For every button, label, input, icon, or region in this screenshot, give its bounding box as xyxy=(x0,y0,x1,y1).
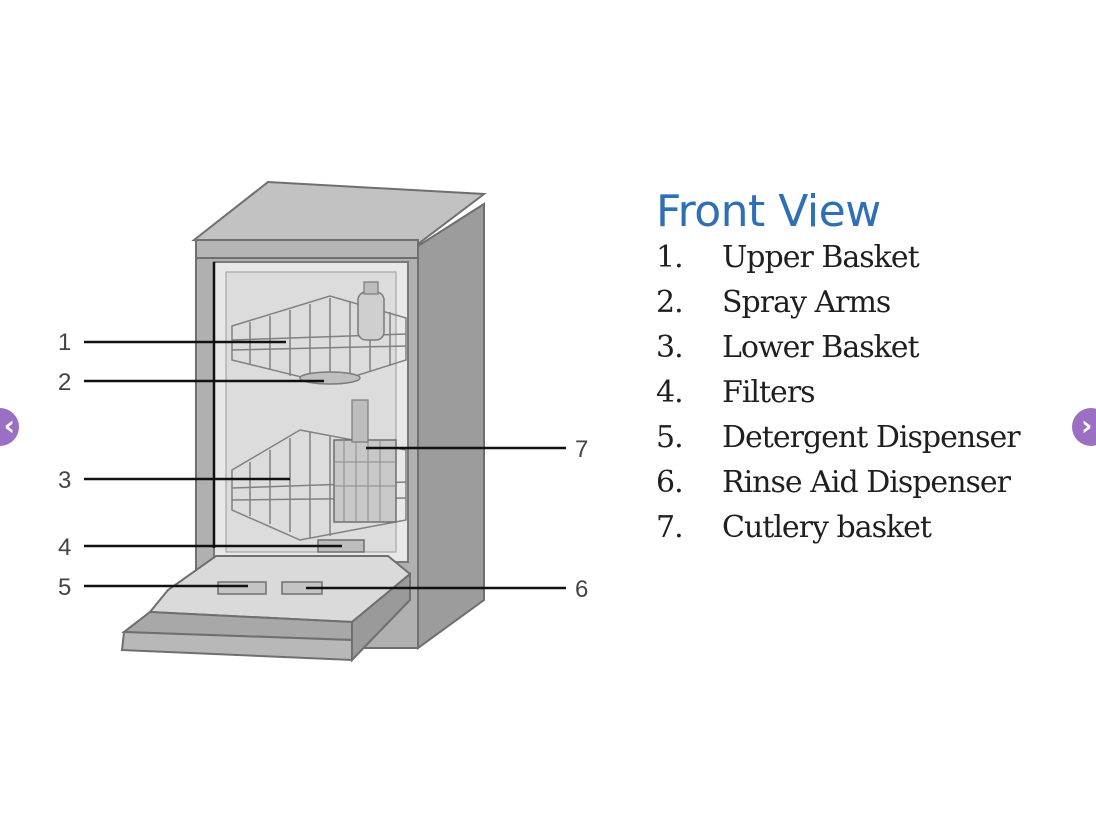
leader-lines xyxy=(84,262,566,590)
legend-number: 1. xyxy=(656,240,684,275)
chevron-left-icon: ‹ xyxy=(3,409,15,442)
page-title: Front View xyxy=(656,186,881,237)
callout-3: 3 xyxy=(58,467,71,494)
legend-list: 1. Upper Basket 2. Spray Arms 3. Lower B… xyxy=(656,240,1086,555)
legend-item-lower-basket: 3. Lower Basket xyxy=(656,330,1086,375)
legend-label: Rinse Aid Dispenser xyxy=(722,465,1011,500)
prev-slide-button[interactable]: ‹ xyxy=(0,408,19,446)
legend-label: Filters xyxy=(722,375,816,410)
callout-7: 7 xyxy=(575,436,588,463)
callout-1: 1 xyxy=(58,329,71,356)
legend-item-upper-basket: 1. Upper Basket xyxy=(656,240,1086,285)
legend-label: Cutlery basket xyxy=(722,510,932,545)
legend-number: 6. xyxy=(656,465,684,500)
callout-5: 5 xyxy=(58,574,71,601)
legend-label: Lower Basket xyxy=(722,330,920,365)
legend-number: 5. xyxy=(656,420,684,455)
legend-label: Detergent Dispenser xyxy=(722,420,1021,455)
bottle-shape xyxy=(357,291,385,341)
legend-number: 7. xyxy=(656,510,684,545)
dishwasher-illustration xyxy=(120,180,487,663)
callout-4: 4 xyxy=(58,534,71,561)
legend-label: Upper Basket xyxy=(722,240,920,275)
legend-item-cutlery-basket: 7. Cutlery basket xyxy=(656,510,1086,555)
legend-item-filters: 4. Filters xyxy=(656,375,1086,420)
cutlery-basket xyxy=(333,399,397,523)
legend-panel: Front View 1. Upper Basket 2. Spray Arms… xyxy=(656,186,1086,555)
callout-6: 6 xyxy=(575,576,588,603)
legend-number: 2. xyxy=(656,285,684,320)
chevron-right-icon: › xyxy=(1081,409,1093,442)
callout-2: 2 xyxy=(58,369,71,396)
legend-number: 4. xyxy=(656,375,684,410)
legend-label: Spray Arms xyxy=(722,285,891,320)
legend-item-detergent-dispenser: 5. Detergent Dispenser xyxy=(656,420,1086,465)
legend-item-spray-arms: 2. Spray Arms xyxy=(656,285,1086,330)
legend-number: 3. xyxy=(656,330,684,365)
next-slide-button[interactable]: › xyxy=(1072,408,1096,446)
open-door xyxy=(120,555,412,663)
legend-item-rinse-aid-dispenser: 6. Rinse Aid Dispenser xyxy=(656,465,1086,510)
